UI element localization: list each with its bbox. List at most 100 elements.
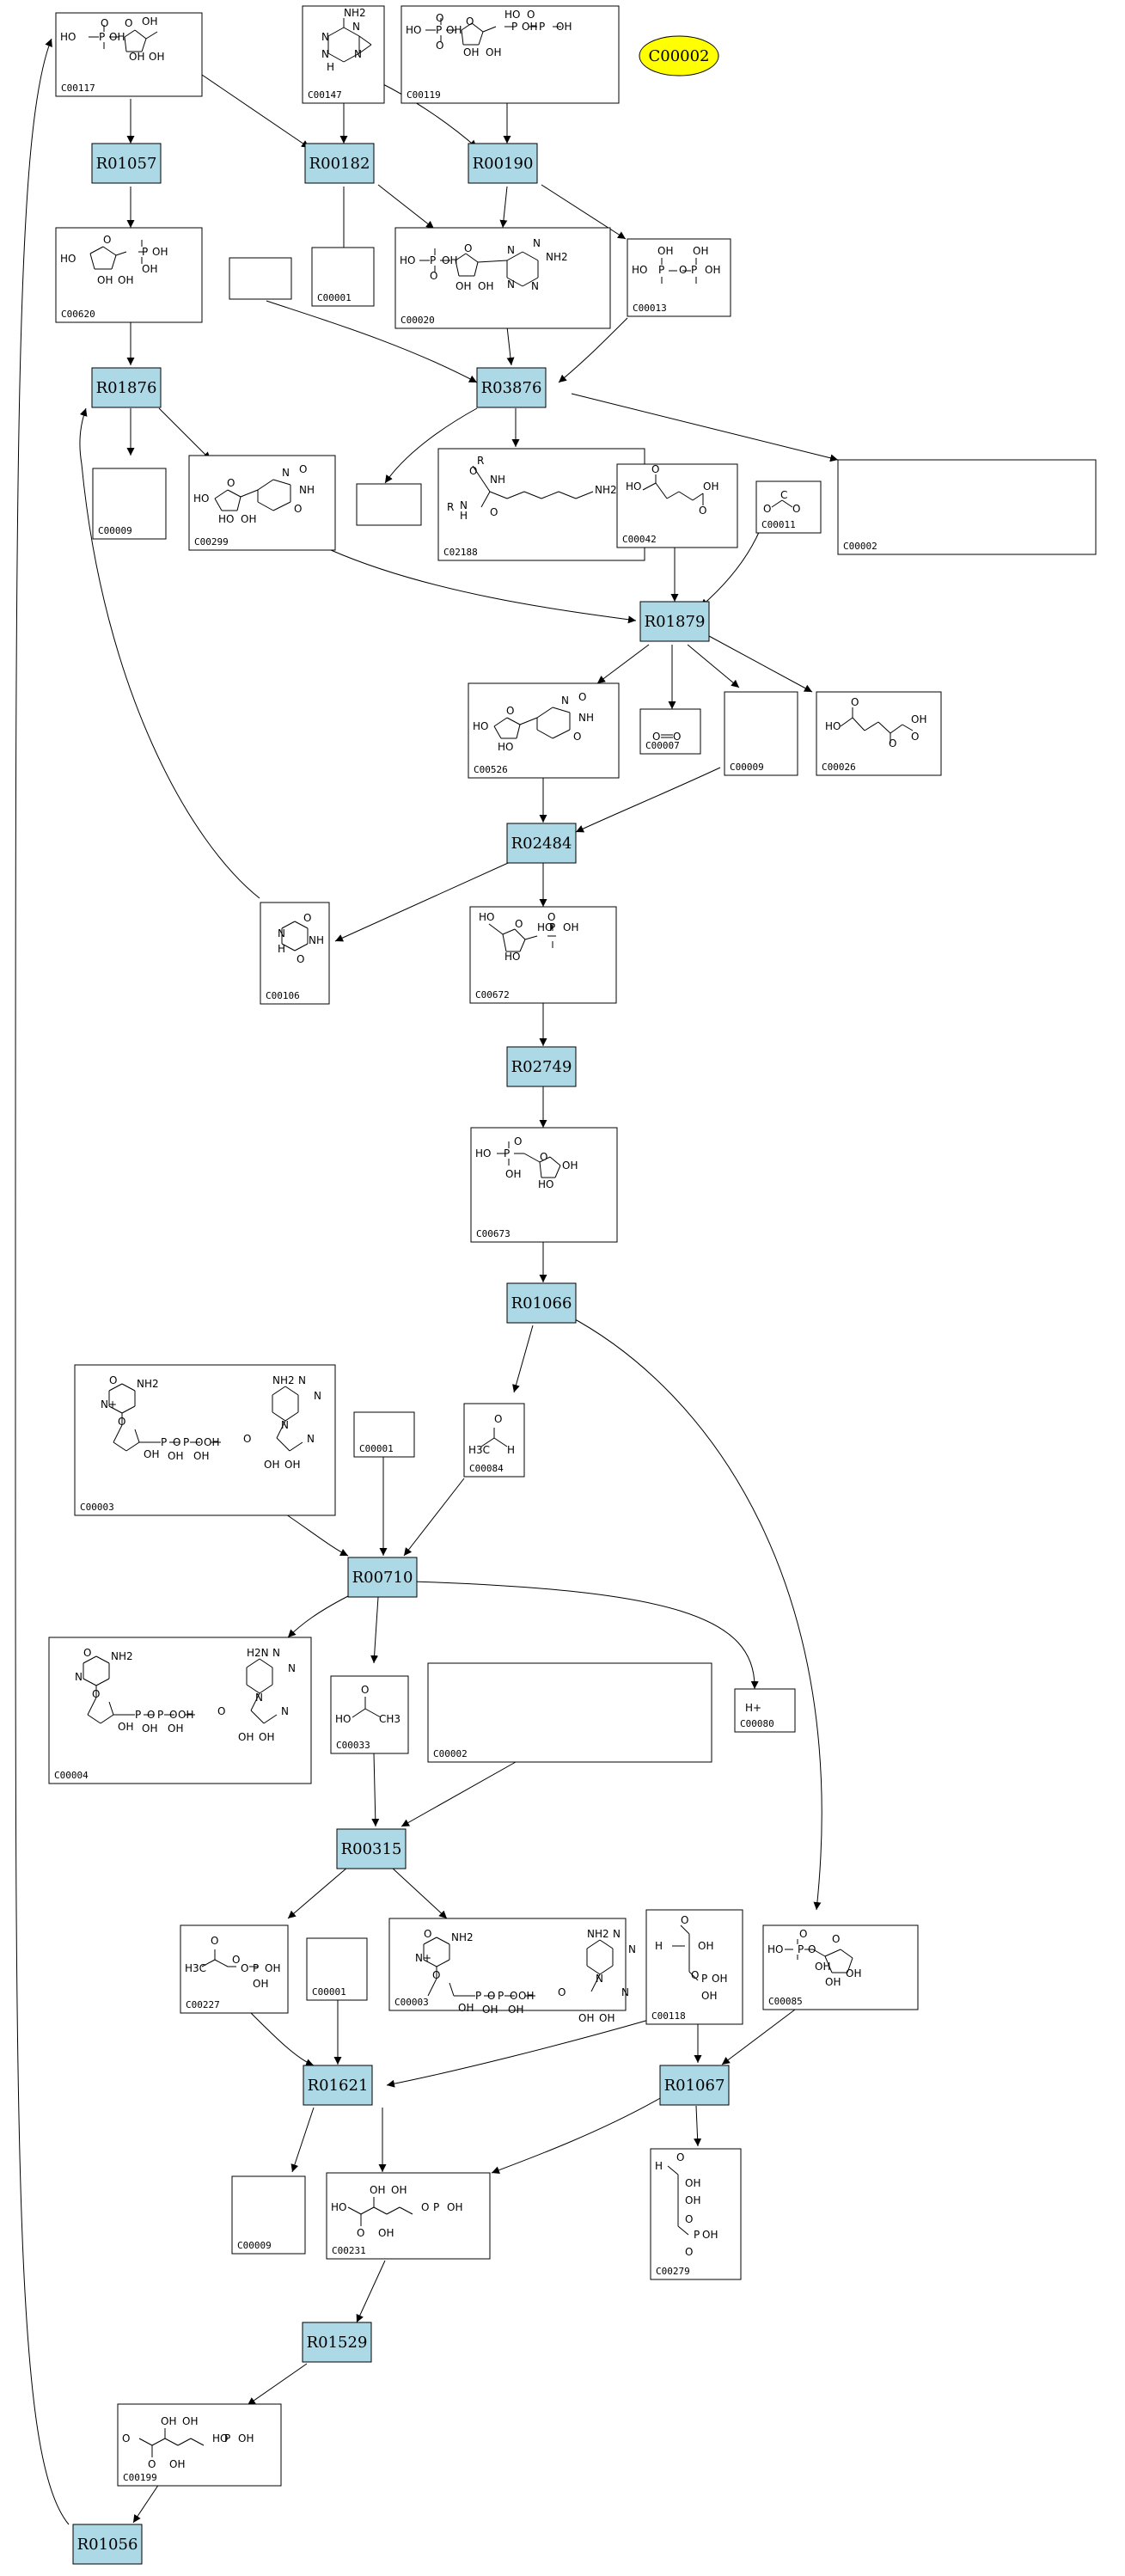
- atom-label: O: [691, 1969, 699, 1981]
- reaction-node[interactable]: R01057: [91, 143, 162, 184]
- compound-box[interactable]: C00009: [724, 691, 798, 776]
- compound-id: C00147: [308, 89, 342, 101]
- atom-label: P: [430, 254, 436, 266]
- reaction-node[interactable]: R00190: [468, 143, 538, 184]
- compound-id: C00199: [123, 2472, 157, 2483]
- atom-label: O: [676, 2151, 684, 2163]
- atom-label: OH: [562, 1160, 578, 1172]
- structure-drawing: [89, 25, 158, 52]
- compound-box[interactable]: C00001: [306, 1937, 368, 2001]
- compound-box[interactable]: H+C00080: [734, 1688, 796, 1733]
- atom-label: OH: [253, 1978, 268, 1990]
- compound-id: C00085: [768, 1996, 803, 2007]
- reaction-node[interactable]: R03876: [476, 367, 547, 408]
- compound-id: C00007: [645, 740, 680, 751]
- edge: [132, 2483, 160, 2524]
- compound-box[interactable]: C00009: [231, 2175, 306, 2255]
- reaction-node[interactable]: R01876: [91, 367, 162, 408]
- compound-id: C00013: [633, 303, 667, 314]
- atom-label: O: [469, 465, 477, 477]
- compound-id: C00009: [730, 762, 764, 773]
- atom-label: P: [701, 1973, 707, 1985]
- atom-label: P: [539, 21, 545, 33]
- reaction-node[interactable]: R01066: [506, 1282, 577, 1324]
- reaction-node[interactable]: R00182: [304, 143, 375, 184]
- compound-id: C00279: [656, 2266, 690, 2277]
- reaction-node[interactable]: R02749: [506, 1046, 577, 1087]
- atom-label: H: [278, 943, 285, 955]
- structure-drawing: [661, 734, 673, 738]
- structure-drawing: [138, 2428, 205, 2457]
- reaction-node[interactable]: R01067: [659, 2065, 730, 2106]
- reaction-node[interactable]: R01879: [639, 601, 710, 642]
- atom-label: OH: [846, 1967, 861, 1979]
- reaction-node[interactable]: R02484: [506, 823, 577, 864]
- structure-drawing: [785, 1939, 853, 1973]
- compound-box[interactable]: C00001: [311, 247, 375, 307]
- atom-label: O: [799, 1928, 807, 1940]
- highlighted-compound[interactable]: C00002: [639, 35, 719, 76]
- atom-label: HO: [504, 951, 520, 963]
- atom-label: N: [596, 1973, 603, 1985]
- reaction-node[interactable]: R00315: [336, 1828, 407, 1869]
- atom-label: H3C: [185, 1962, 206, 1974]
- structure-drawing: [672, 1924, 699, 1981]
- atom-label: N: [281, 1419, 289, 1431]
- reaction-node[interactable]: R00710: [347, 1557, 418, 1598]
- compound-id: C00033: [336, 1740, 370, 1751]
- atom-label: O: [147, 1709, 155, 1721]
- atom-label: O: [125, 17, 132, 29]
- atom-label: P: [498, 1990, 504, 2002]
- reaction-node[interactable]: R01056: [72, 2524, 143, 2565]
- atom-label: OH: [142, 1722, 157, 1735]
- empty-box: [356, 483, 422, 526]
- reaction-node[interactable]: R01621: [303, 2065, 373, 2106]
- reaction-label: R03876: [481, 379, 542, 397]
- compound-id: C00002: [433, 1748, 468, 1759]
- edge: [247, 2363, 308, 2406]
- compound-box[interactable]: C00009: [92, 468, 167, 540]
- compound-box[interactable]: C00002: [837, 459, 1097, 555]
- reaction-node[interactable]: R01529: [302, 2322, 372, 2363]
- atom-label: H: [460, 510, 468, 522]
- compound-box[interactable]: C00002: [427, 1662, 712, 1763]
- atom-label: OH: [152, 246, 168, 258]
- atom-label: NH2: [344, 7, 366, 19]
- reaction-label: R00190: [473, 155, 534, 173]
- compound-box[interactable]: C00001: [353, 1411, 415, 1458]
- reaction-label: R01067: [664, 2077, 725, 2095]
- atom-label: N+: [415, 1952, 431, 1964]
- structure-drawing: [840, 707, 914, 743]
- structure-drawing: [493, 707, 571, 739]
- atom-label: H: [655, 1940, 663, 1952]
- atom-label: NH: [309, 934, 324, 946]
